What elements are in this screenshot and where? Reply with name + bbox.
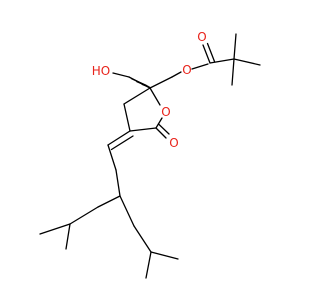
- bond: [129, 127, 157, 132]
- bond-skeleton: [39, 33, 261, 279]
- bond: [149, 76, 173, 89]
- bond: [110, 135, 134, 151]
- ring-oxygen-label: O: [161, 105, 170, 119]
- bond: [128, 76, 151, 89]
- bond: [171, 71, 182, 78]
- bond: [233, 33, 237, 60]
- bond: [150, 251, 179, 260]
- bond: [97, 195, 121, 208]
- bond: [149, 87, 161, 106]
- structure-canvas: HO O O O O: [39, 30, 261, 279]
- carbonyl-oxygen-label: O: [169, 136, 178, 150]
- bond: [209, 58, 235, 64]
- bond: [206, 42, 216, 63]
- bond: [123, 87, 151, 105]
- bond: [231, 58, 235, 86]
- bond: [39, 223, 71, 235]
- bond: [119, 195, 135, 227]
- bond: [155, 127, 167, 139]
- bond: [133, 225, 152, 253]
- ester-carbonyl-oxygen-label: O: [197, 30, 206, 44]
- bond: [145, 251, 152, 279]
- atom-labels: HO O O O O: [92, 30, 207, 150]
- bond: [107, 144, 117, 171]
- ester-oxygen-label: O: [182, 63, 191, 77]
- molecule-drawing: HO O O O O: [39, 30, 261, 279]
- hydroxyl-label: HO: [92, 64, 110, 78]
- bond: [202, 44, 211, 64]
- bond: [155, 117, 163, 129]
- bond: [191, 63, 209, 70]
- bond: [69, 206, 99, 225]
- bond: [65, 223, 71, 250]
- bond: [115, 169, 121, 197]
- bond: [233, 58, 261, 66]
- bond: [107, 130, 131, 146]
- bond: [112, 72, 130, 78]
- bond: [157, 123, 170, 135]
- bond: [123, 103, 131, 132]
